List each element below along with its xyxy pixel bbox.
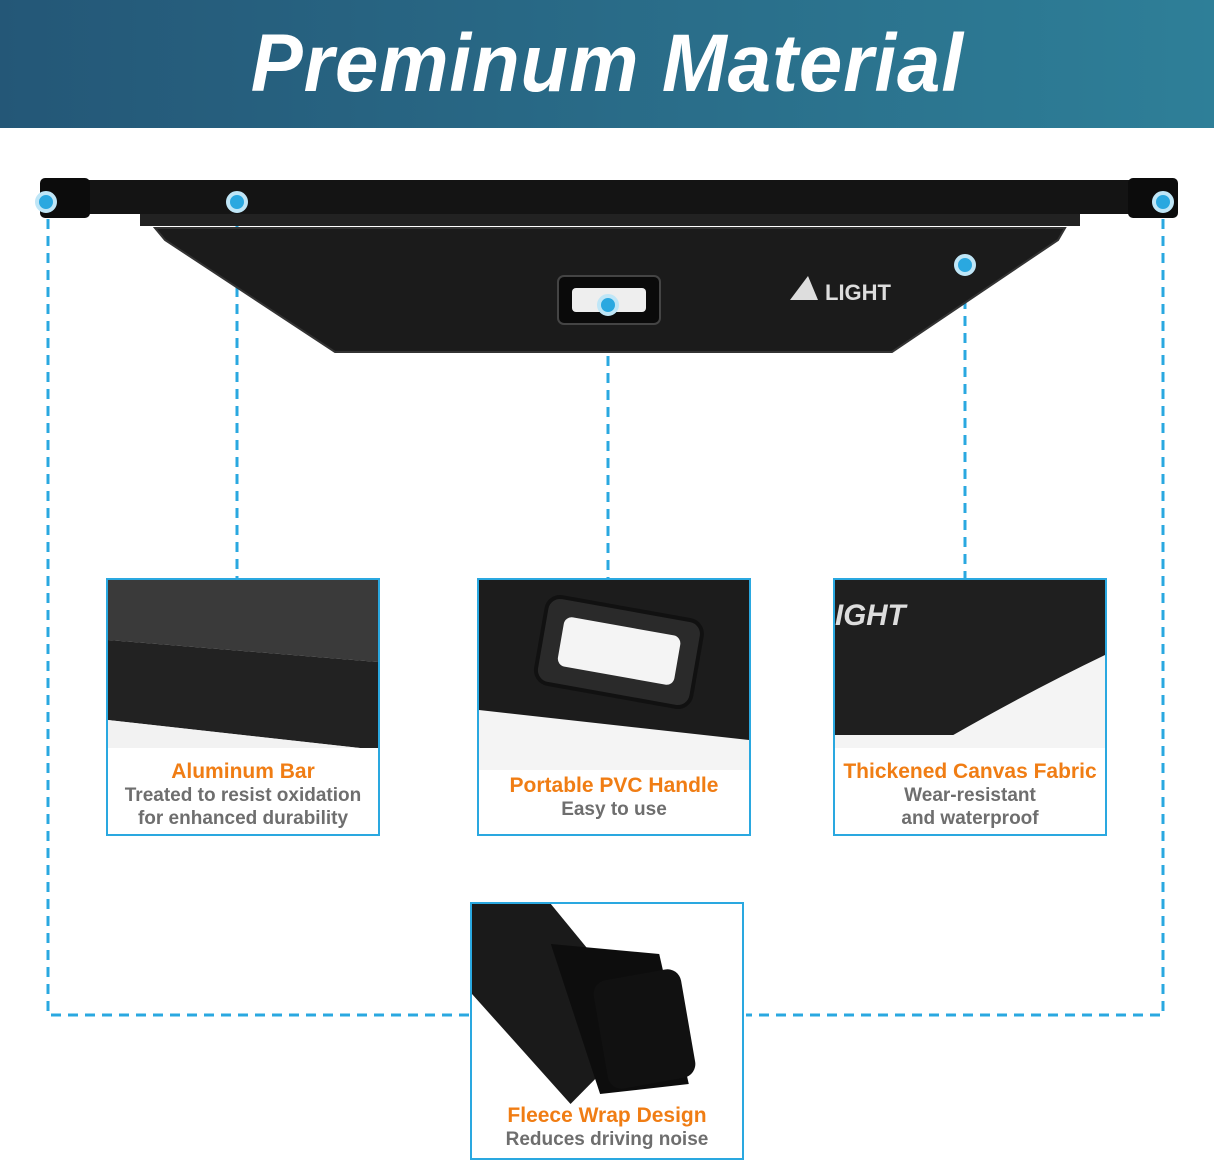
handle-photo: [479, 580, 749, 770]
feature-desc: Treated to resist oxidation: [124, 785, 362, 806]
hotspot-dot: [226, 191, 248, 213]
connector-left: [46, 202, 470, 1017]
connector-lines: [46, 202, 1165, 1017]
feature-title: Portable PVC Handle: [509, 774, 719, 797]
fabric-photo: IGHT: [835, 580, 1105, 748]
hotspot-dot: [35, 191, 57, 213]
feature-desc: Wear-resistant: [904, 785, 1036, 806]
feature-title: Fleece Wrap Design: [507, 1104, 707, 1127]
feature-title: Aluminum Bar: [171, 760, 315, 783]
brand-logo: LIGHT: [825, 280, 892, 305]
feature-desc: Reduces driving noise: [505, 1129, 709, 1150]
feature-card-fleece-wrap: Fleece Wrap Design Reduces driving noise: [470, 902, 744, 1160]
end-cap-photo: [472, 904, 742, 1104]
feature-card-pvc-handle: Portable PVC Handle Easy to use: [477, 578, 751, 836]
feature-desc: Easy to use: [561, 799, 667, 820]
logo-mark: [790, 276, 818, 300]
connector-right: [746, 202, 1165, 1017]
aluminum-bar: [40, 180, 1178, 214]
page-title: Preminum Material: [250, 18, 964, 109]
header-banner: Preminum Material: [0, 0, 1214, 128]
hotspot-dot: [1152, 191, 1174, 213]
svg-text:IGHT: IGHT: [835, 599, 908, 632]
feature-card-canvas-fabric: IGHT Thickened Canvas Fabric Wear-resist…: [833, 578, 1107, 836]
feature-title: Thickened Canvas Fabric: [843, 760, 1097, 783]
feature-desc: and waterproof: [901, 808, 1039, 829]
aluminum-bar-photo: [108, 580, 378, 748]
feature-card-aluminum-bar: Aluminum Bar Treated to resist oxidation…: [106, 578, 380, 836]
hotspot-dot: [597, 294, 619, 316]
feature-desc: for enhanced durability: [137, 808, 349, 829]
cargo-cover-image: [40, 178, 1178, 353]
hotspot-dot: [954, 254, 976, 276]
hotspot-dots: [35, 191, 1174, 316]
